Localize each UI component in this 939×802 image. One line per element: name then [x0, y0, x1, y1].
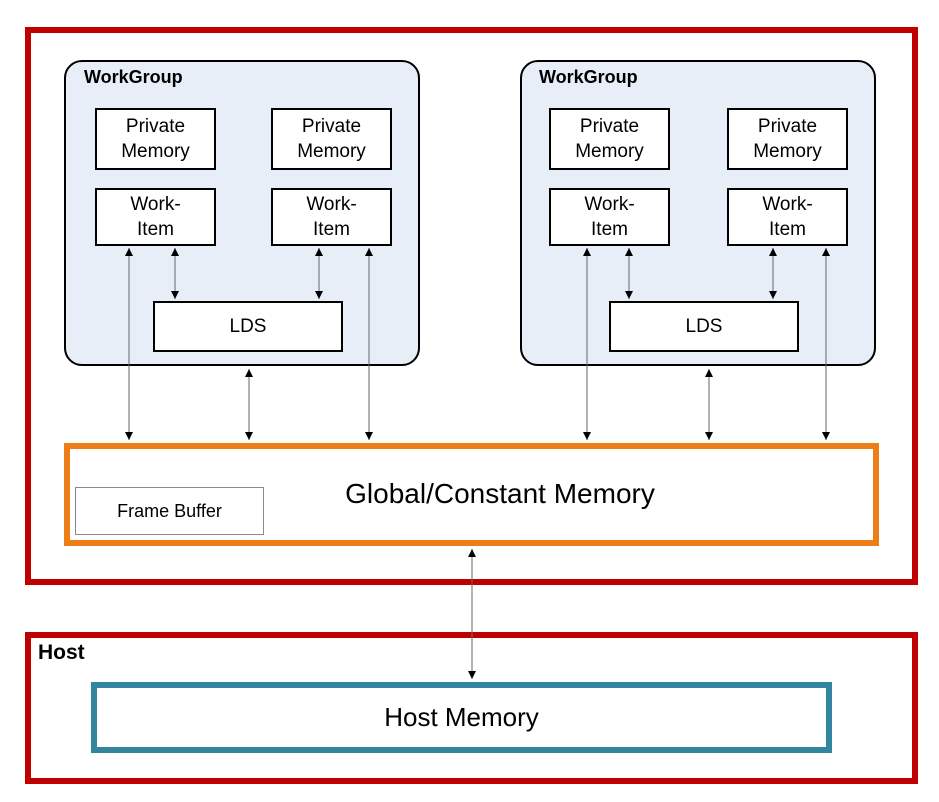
wg1-private-memory-2: Private Memory — [271, 108, 392, 170]
frame-buffer: Frame Buffer — [75, 487, 264, 535]
global-constant-memory-label: Global/Constant Memory — [345, 478, 655, 509]
host-memory: Host Memory — [91, 682, 832, 753]
wg1-work-item-2: Work- Item — [271, 188, 392, 246]
wg2-private-memory-2: Private Memory — [727, 108, 848, 170]
wg1-private-memory-1: Private Memory — [95, 108, 216, 170]
wg2-lds: LDS — [609, 301, 799, 352]
workgroup-2-title: WorkGroup — [539, 67, 638, 87]
host-title: Host — [38, 641, 85, 664]
wg1-work-item-1: Work- Item — [95, 188, 216, 246]
wg2-work-item-1: Work- Item — [549, 188, 670, 246]
wg1-lds: LDS — [153, 301, 343, 352]
wg2-work-item-2: Work- Item — [727, 188, 848, 246]
workgroup-1-title: WorkGroup — [84, 67, 183, 87]
wg2-private-memory-1: Private Memory — [549, 108, 670, 170]
